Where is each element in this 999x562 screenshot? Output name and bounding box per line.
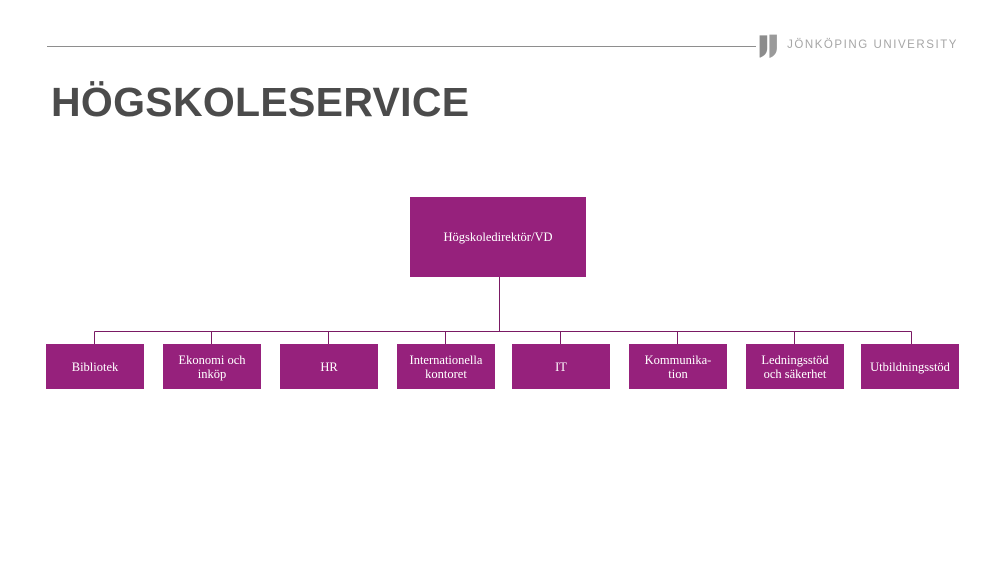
header-divider-rule	[47, 46, 756, 47]
org-node-ekonomi-och-inkop[interactable]: Ekonomi och inköp	[163, 344, 261, 389]
org-node-utbildningsstod[interactable]: Utbildningsstöd	[861, 344, 959, 389]
org-node-label: Ledningsstöd och säkerhet	[761, 352, 829, 381]
brand-lockup: JÖNKÖPING UNIVERSITY	[759, 33, 958, 59]
org-node-kommunikation[interactable]: Kommunika- tion	[629, 344, 727, 389]
brand-wordmark: JÖNKÖPING UNIVERSITY	[787, 39, 958, 52]
org-node-it[interactable]: IT	[512, 344, 610, 389]
page-title: HÖGSKOLESERVICE	[51, 79, 470, 125]
org-node-label: Ekonomi och inköp	[178, 352, 246, 381]
org-node-hr[interactable]: HR	[280, 344, 378, 389]
org-node-label: Utbildningsstöd	[870, 359, 950, 374]
org-node-bibliotek[interactable]: Bibliotek	[46, 344, 144, 389]
org-node-hogskoledirektor-vd[interactable]: Högskoledirektör/VD	[410, 197, 586, 277]
org-node-label: HR	[320, 359, 338, 374]
org-node-label: Internationella kontoret	[409, 352, 483, 381]
org-node-ledningsstod-och-sakerhet[interactable]: Ledningsstöd och säkerhet	[746, 344, 844, 389]
org-node-label: IT	[555, 359, 567, 374]
org-node-internationella-kontoret[interactable]: Internationella kontoret	[397, 344, 495, 389]
jonkoping-shield-icon	[759, 33, 777, 58]
org-node-label: Kommunika- tion	[644, 352, 712, 381]
org-node-label: Bibliotek	[71, 359, 119, 374]
org-node-label: Högskoledirektör/VD	[443, 230, 553, 244]
